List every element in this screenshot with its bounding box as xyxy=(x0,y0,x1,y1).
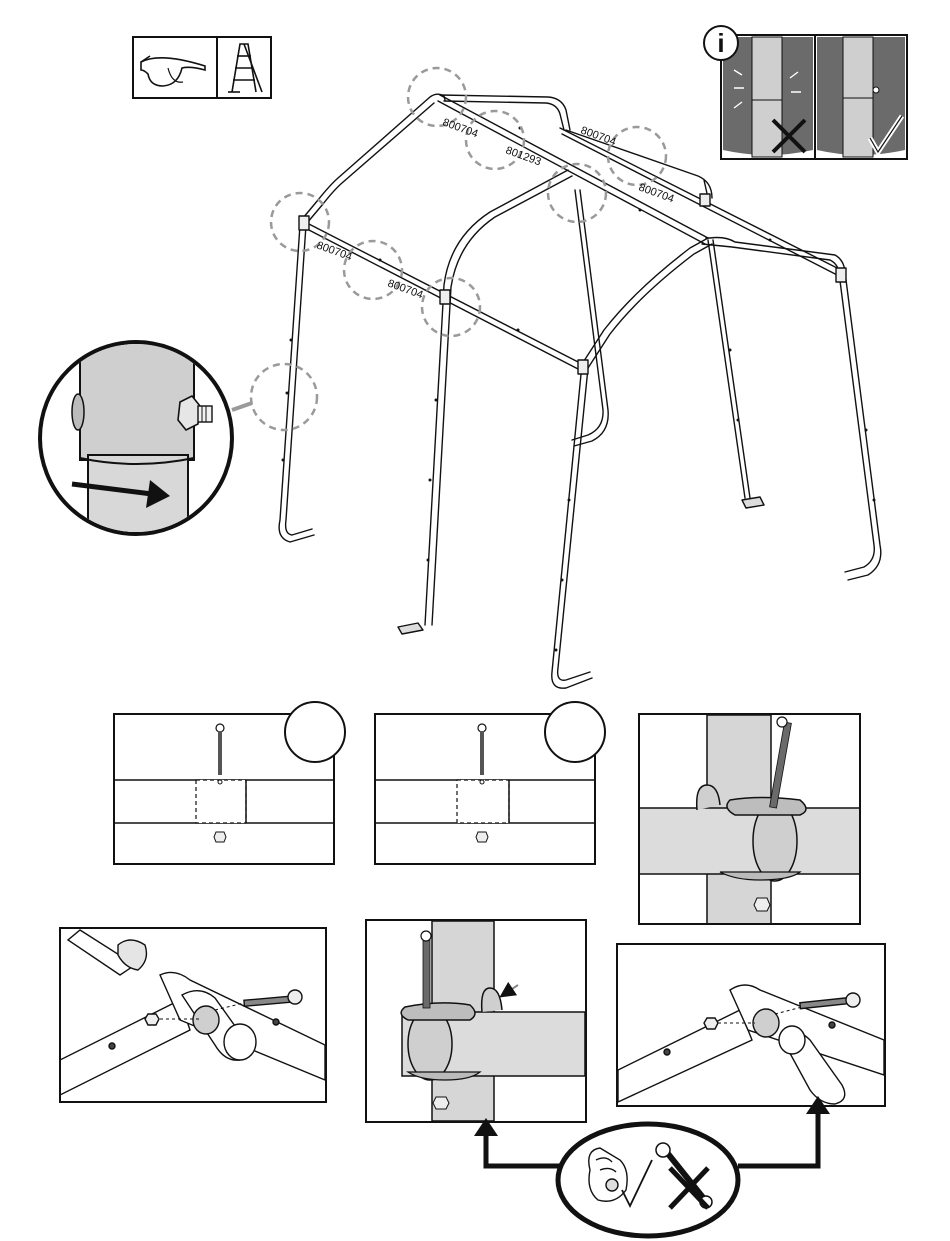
step-circle-2 xyxy=(545,702,605,762)
clamp-detail-panel-2 xyxy=(366,920,586,1122)
clamp-detail-panel-1 xyxy=(639,714,860,925)
schematic-panel-1 xyxy=(114,702,345,864)
part-label-top-right: 800704 xyxy=(579,125,618,149)
info-panel-wrong xyxy=(723,37,813,157)
shelter-frame xyxy=(279,94,881,688)
info-panel: i xyxy=(704,26,907,159)
info-icon: i xyxy=(704,26,738,60)
frame-bolt-dots xyxy=(282,127,876,652)
schematic-panel-2 xyxy=(375,702,605,864)
joint-detail-panel-1 xyxy=(60,928,326,1102)
info-icon-label: i xyxy=(717,28,724,58)
required-tools-box xyxy=(133,37,271,98)
zoom-detail-bolt xyxy=(40,330,252,555)
part-label-mid-right: 800704 xyxy=(637,182,676,206)
joint-detail-panel-2 xyxy=(617,944,885,1106)
info-panel-correct xyxy=(817,37,905,157)
step-circle-1 xyxy=(285,702,345,762)
